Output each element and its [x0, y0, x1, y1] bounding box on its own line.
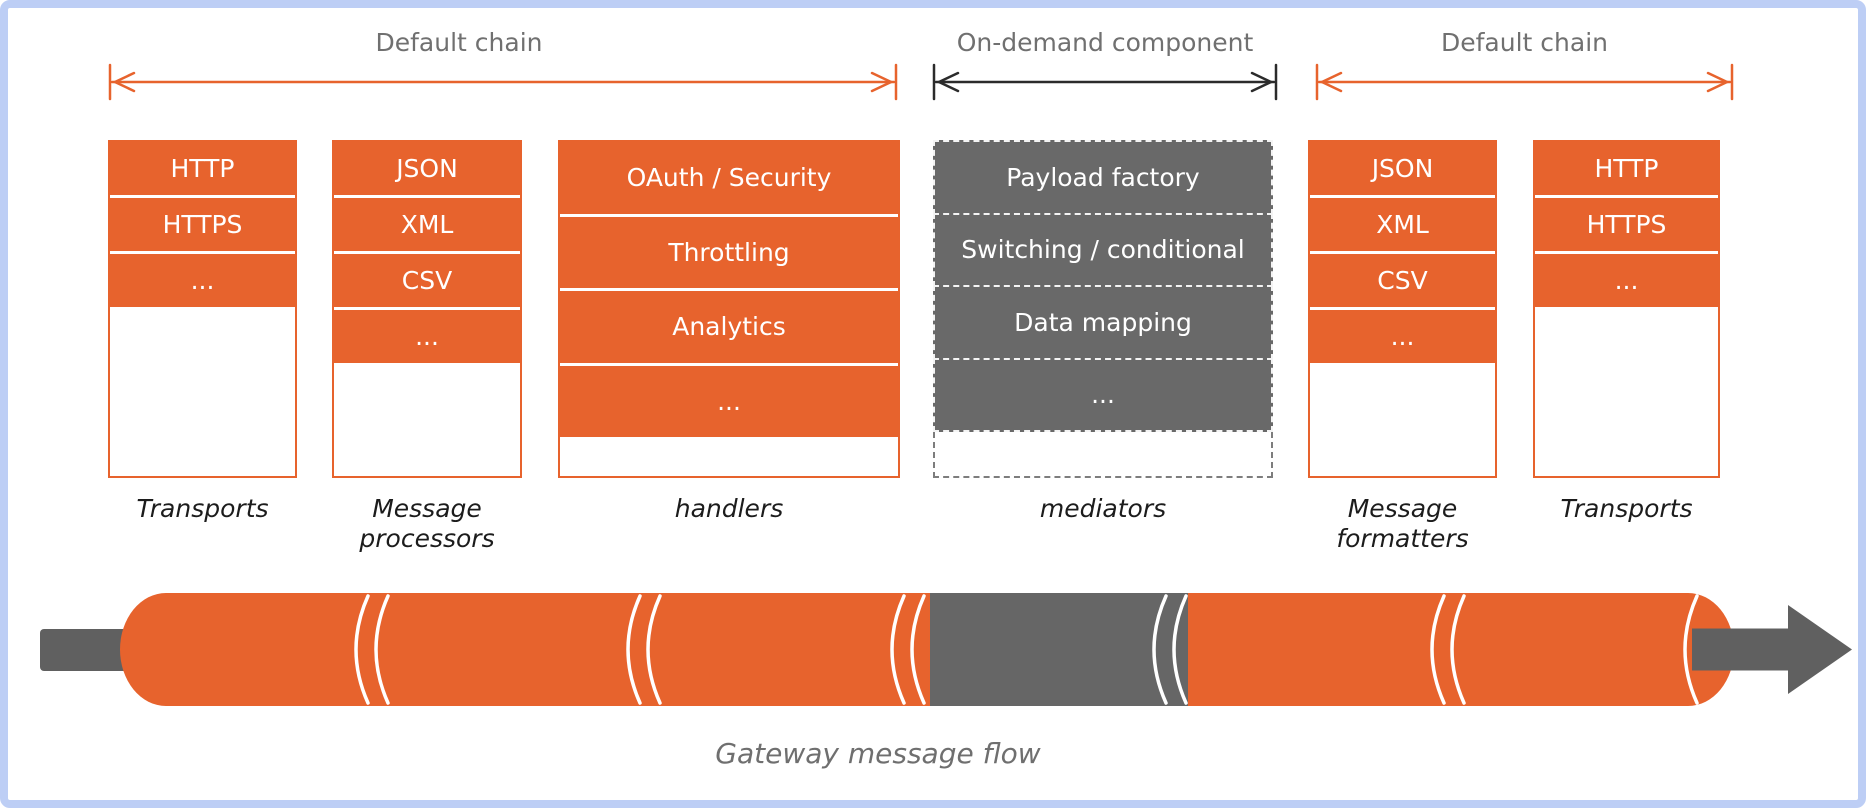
- flow-arrow-icon: [1692, 605, 1852, 694]
- stack-transports-left: HTTP HTTPS ...: [108, 140, 297, 478]
- stack-handlers: OAuth / Security Throttling Analytics ..…: [558, 140, 900, 478]
- stack-label-message-formatters: Message formatters: [1336, 494, 1469, 553]
- stack-row: HTTPS: [1535, 198, 1718, 254]
- stack-row: Throttling: [560, 216, 898, 291]
- stack-row: ...: [110, 254, 295, 310]
- bracket-on-demand-component: On-demand component: [932, 28, 1278, 102]
- stack-row: HTTPS: [110, 198, 295, 254]
- stack-row: CSV: [334, 254, 520, 310]
- stack-label-mediators: mediators: [1039, 494, 1167, 523]
- stack-row: Analytics: [560, 291, 898, 366]
- stack-empty-area: [110, 310, 295, 476]
- segment-joint-arcs: [354, 594, 1699, 705]
- stack-row: ...: [1535, 254, 1718, 310]
- stack-row: Payload factory: [933, 140, 1273, 215]
- stack-row: XML: [1310, 198, 1495, 254]
- stack-mediators: Payload factory Switching / conditional …: [933, 140, 1273, 478]
- stack-label-transports-right: Transports: [1560, 494, 1693, 523]
- stack-row: JSON: [1310, 142, 1495, 198]
- bracket-default-chain-left: Default chain: [108, 28, 898, 102]
- stack-row: OAuth / Security: [560, 142, 898, 217]
- stack-message-formatters: JSON XML CSV ...: [1308, 140, 1497, 478]
- stack-transports-right: HTTP HTTPS ...: [1533, 140, 1720, 478]
- stack-label-handlers: handlers: [674, 494, 784, 523]
- stack-empty-area: [1535, 310, 1718, 476]
- stack-row: Switching / conditional: [933, 212, 1273, 287]
- double-arrow-icon: [932, 63, 1278, 101]
- stack-row: ...: [1310, 310, 1495, 366]
- double-arrow-icon: [1315, 63, 1734, 101]
- pipeline-caption: Gateway message flow: [715, 737, 1041, 770]
- pipeline-gray-segment: [930, 593, 1188, 706]
- stack-empty-area: [1310, 366, 1495, 476]
- stack-row: CSV: [1310, 254, 1495, 310]
- pipeline-inlet-stub: [40, 629, 132, 671]
- stack-message-processors: JSON XML CSV ...: [332, 140, 522, 478]
- stack-row: ...: [334, 310, 520, 366]
- pipeline-tube: [120, 593, 1734, 706]
- stack-row: HTTP: [110, 142, 295, 198]
- pipeline-graphic: [40, 593, 1852, 706]
- stack-empty-area: [334, 366, 520, 476]
- stack-row: XML: [334, 198, 520, 254]
- bracket-label: Default chain: [1441, 28, 1608, 57]
- stack-empty-area: [933, 432, 1273, 478]
- stack-row: ...: [933, 357, 1273, 432]
- stack-row: ...: [560, 365, 898, 440]
- stack-row: Data mapping: [933, 285, 1273, 360]
- bracket-label: Default chain: [375, 28, 543, 57]
- bracket-label: On-demand component: [956, 28, 1254, 57]
- bracket-default-chain-right: Default chain: [1315, 28, 1734, 102]
- stack-row: JSON: [334, 142, 520, 198]
- stack-label-transports-left: Transports: [136, 494, 269, 523]
- stack-label-message-processors: Message processors: [359, 494, 495, 553]
- stack-row: HTTP: [1535, 142, 1718, 198]
- stack-empty-area: [560, 440, 898, 476]
- double-arrow-icon: [108, 63, 898, 101]
